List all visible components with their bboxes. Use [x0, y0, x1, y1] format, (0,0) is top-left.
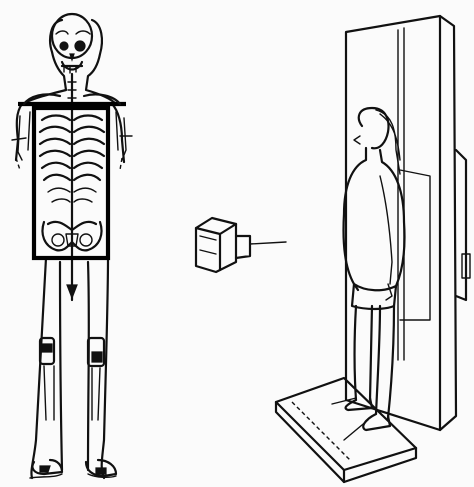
skeleton-figure — [12, 14, 132, 478]
patient-figure — [332, 108, 405, 440]
xray-tube-icon — [196, 218, 286, 272]
skull-icon — [52, 14, 92, 73]
xray-stand — [346, 16, 470, 430]
knees — [40, 338, 104, 420]
feet — [32, 460, 116, 476]
